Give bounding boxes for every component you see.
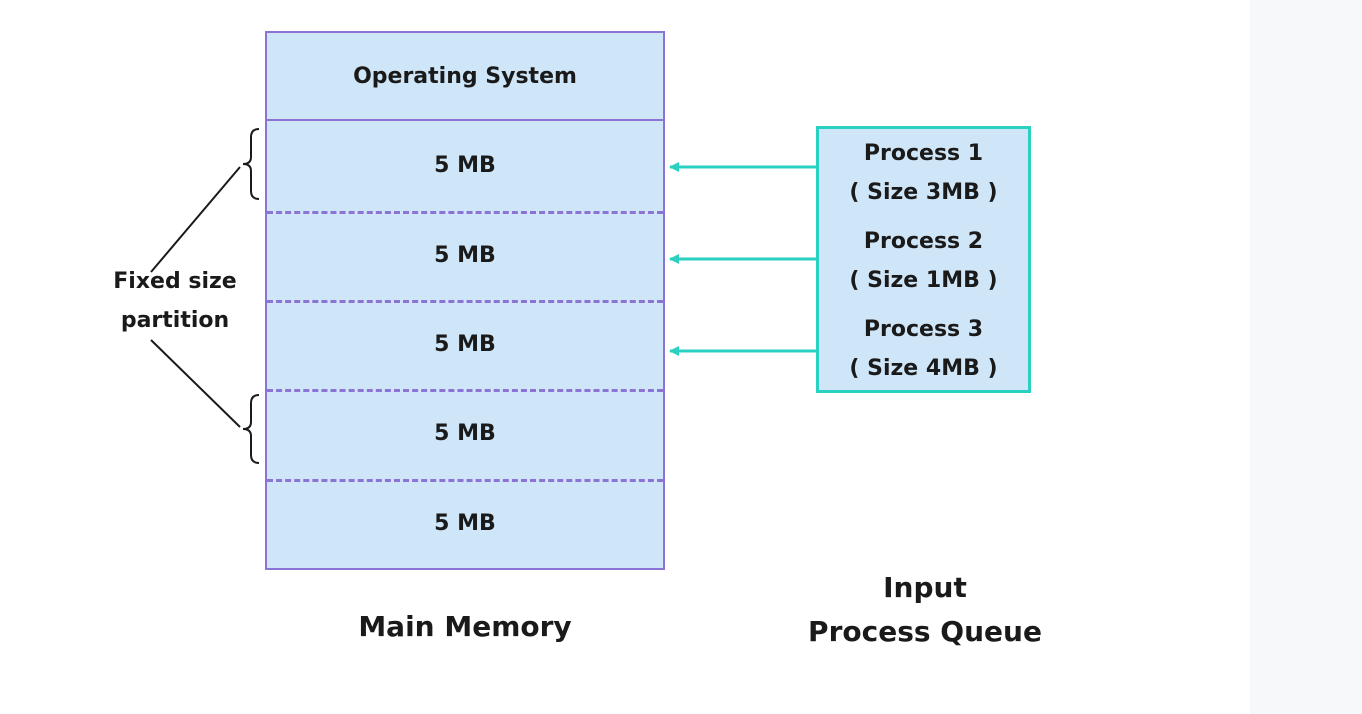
partition-divider	[267, 211, 663, 214]
partition-divider	[267, 479, 663, 482]
main-memory-block: Operating System 5 MB 5 MB 5 MB 5 MB 5 M…	[265, 31, 665, 570]
pointer-line-top	[150, 166, 241, 273]
partition-2: 5 MB	[434, 243, 496, 268]
process-1-size: ( Size 3MB )	[849, 180, 998, 205]
brace-bottom	[242, 394, 260, 464]
queue-caption-line2: Process Queue	[808, 615, 1042, 648]
input-process-queue: Process 1 ( Size 3MB ) Process 2 ( Size …	[816, 126, 1031, 393]
partition-divider	[267, 389, 663, 392]
pointer-line-bottom	[150, 339, 241, 428]
partition-5: 5 MB	[434, 511, 496, 536]
fixed-size-label-line1: Fixed size	[113, 269, 237, 294]
input-process-queue-caption: Input Process Queue	[780, 566, 1070, 654]
partition-3: 5 MB	[434, 332, 496, 357]
main-memory-caption: Main Memory	[358, 610, 572, 643]
process-3-name: Process 3	[863, 317, 984, 342]
queue-caption-line1: Input	[883, 571, 967, 604]
partition-1: 5 MB	[434, 153, 496, 178]
process-2-size: ( Size 1MB )	[849, 268, 998, 293]
fixed-size-label-line2: partition	[120, 308, 230, 333]
process-2-name: Process 2	[863, 229, 984, 254]
side-panel	[1250, 0, 1362, 714]
partition-4: 5 MB	[434, 421, 496, 446]
process-3-size: ( Size 4MB )	[849, 356, 998, 381]
os-partition: Operating System	[267, 33, 663, 121]
process-1-name: Process 1	[863, 141, 984, 166]
partition-divider	[267, 300, 663, 303]
fixed-size-partition-label: Fixed size partition	[90, 262, 260, 340]
brace-top	[242, 128, 260, 200]
